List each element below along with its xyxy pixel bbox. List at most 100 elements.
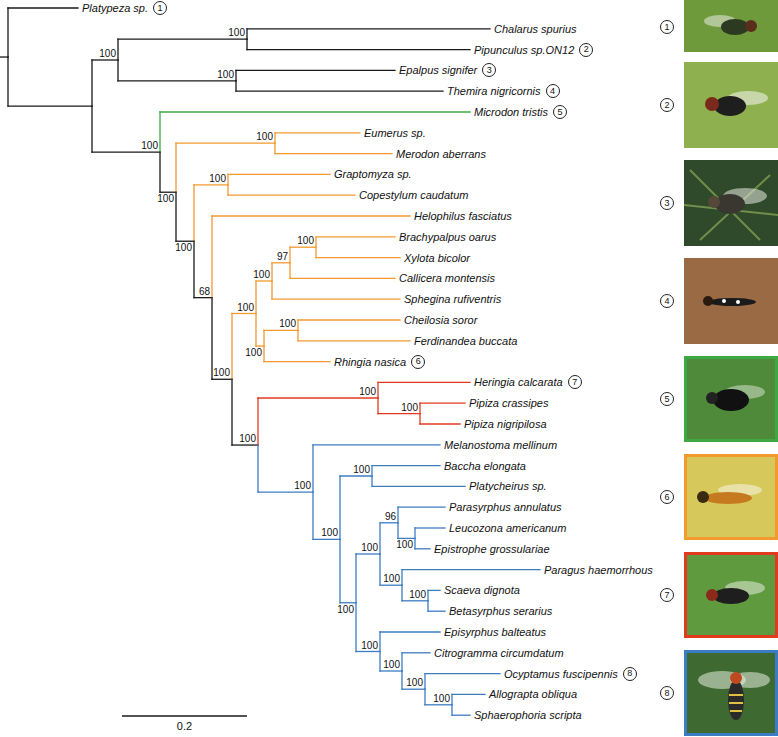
branch-line (425, 704, 452, 705)
branch-line (160, 192, 176, 193)
callout-circle: 7 (660, 588, 674, 602)
taxon-name: Themira nigricornis (447, 84, 541, 98)
branch-line (247, 49, 470, 50)
taxon-name: Ferdinandea buccata (414, 334, 517, 348)
fly-body (721, 19, 749, 35)
branch-line (451, 694, 452, 704)
branch-line (256, 280, 272, 281)
branch-line (290, 278, 395, 279)
branch-line (398, 538, 415, 539)
branch-line (419, 414, 420, 424)
branch-line (371, 476, 372, 486)
branch-line (397, 507, 398, 523)
branch-line (312, 492, 313, 539)
taxon-name: Citrogramma circumdatum (434, 646, 564, 660)
scale-label: 0.2 (177, 720, 192, 732)
photo-2 (684, 62, 778, 148)
branch-line (402, 652, 430, 653)
callout-number: 2 (584, 45, 589, 54)
branch-line (378, 413, 420, 414)
branch-line (415, 548, 430, 549)
bootstrap-value: 100 (279, 318, 296, 329)
branch-line (236, 91, 443, 92)
branch-line (194, 184, 228, 185)
bootstrap-value: 100 (396, 539, 413, 550)
branch-line (315, 237, 316, 247)
photo-ground (684, 160, 778, 246)
branch-line (298, 340, 410, 341)
bootstrap-value: 100 (383, 573, 400, 584)
bootstrap-value: 100 (141, 140, 158, 151)
callout-circle: 7 (568, 375, 582, 389)
branch-line (258, 397, 378, 398)
taxon-name: Sphaerophoria scripta (474, 708, 582, 722)
bootstrap-value: 100 (245, 347, 262, 358)
branch-line (159, 152, 160, 192)
taxon-name: Betasyrphus serarius (449, 604, 552, 618)
branch-line (91, 106, 92, 152)
fly-body (714, 96, 746, 116)
taxon-name: Xylota bicolor (404, 251, 470, 265)
branch-line (232, 313, 256, 314)
callout-circle: 6 (660, 490, 674, 504)
branch-line (289, 263, 290, 279)
branch-line (313, 444, 440, 445)
callout-number: 5 (664, 395, 669, 404)
taxon-name: Paragus haemorrhous (544, 563, 653, 577)
callout-circle: 1 (660, 20, 674, 34)
branch-line (379, 554, 380, 585)
branch-line (255, 314, 256, 347)
taxon-name: Episyrphus balteatus (444, 625, 546, 639)
bootstrap-value: 100 (213, 367, 230, 378)
branch-line (379, 652, 380, 672)
branch-line (92, 151, 160, 152)
branch-line (451, 705, 452, 715)
branch-line (380, 670, 402, 671)
bootstrap-value: 97 (277, 251, 288, 262)
branch-line (372, 465, 440, 466)
fly-head (697, 491, 709, 503)
branch-line (316, 257, 400, 258)
branch-line (263, 346, 264, 362)
branch-line (0, 56, 8, 57)
branch-line (8, 105, 92, 106)
bootstrap-value: 100 (256, 131, 273, 142)
branch-line (428, 590, 440, 591)
fly-head (703, 296, 713, 306)
callout-number: 8 (664, 689, 669, 698)
branch-line (275, 132, 360, 133)
bootstrap-value: 100 (294, 480, 311, 491)
branch-line (452, 715, 470, 716)
bootstrap-value: 100 (237, 302, 254, 313)
branch-line (275, 153, 392, 154)
fly-head (730, 672, 742, 684)
photo-4 (684, 258, 778, 344)
branch-line (271, 281, 272, 299)
bootstrap-value: 100 (433, 693, 450, 704)
bootstrap-value: 100 (409, 589, 426, 600)
branch-line (424, 689, 425, 705)
photo-ground (684, 0, 778, 52)
branch-line (8, 7, 78, 8)
branch-line (227, 185, 228, 195)
taxon-name: Epistrophe grossulariae (434, 542, 550, 556)
taxon-name: Eumerus sp. (364, 126, 426, 140)
branch-line (7, 57, 8, 106)
branch-line (236, 70, 395, 71)
taxon-name: Leucozona americanum (449, 521, 566, 535)
photo-3 (684, 160, 778, 246)
callout-number: 2 (664, 101, 669, 110)
branch-line (414, 538, 415, 548)
bootstrap-value: 100 (157, 193, 174, 204)
callout-circle: 4 (660, 294, 674, 308)
taxon-name: Allograpta obliqua (489, 687, 577, 701)
photo-ground (684, 62, 778, 148)
callout-circle: 5 (660, 392, 674, 406)
branch-line (160, 111, 470, 112)
branch-line (228, 195, 355, 196)
callout-circle: 3 (482, 63, 496, 77)
callout-circle: 2 (579, 43, 593, 57)
branch-line (272, 262, 290, 263)
branch-line (258, 491, 313, 492)
